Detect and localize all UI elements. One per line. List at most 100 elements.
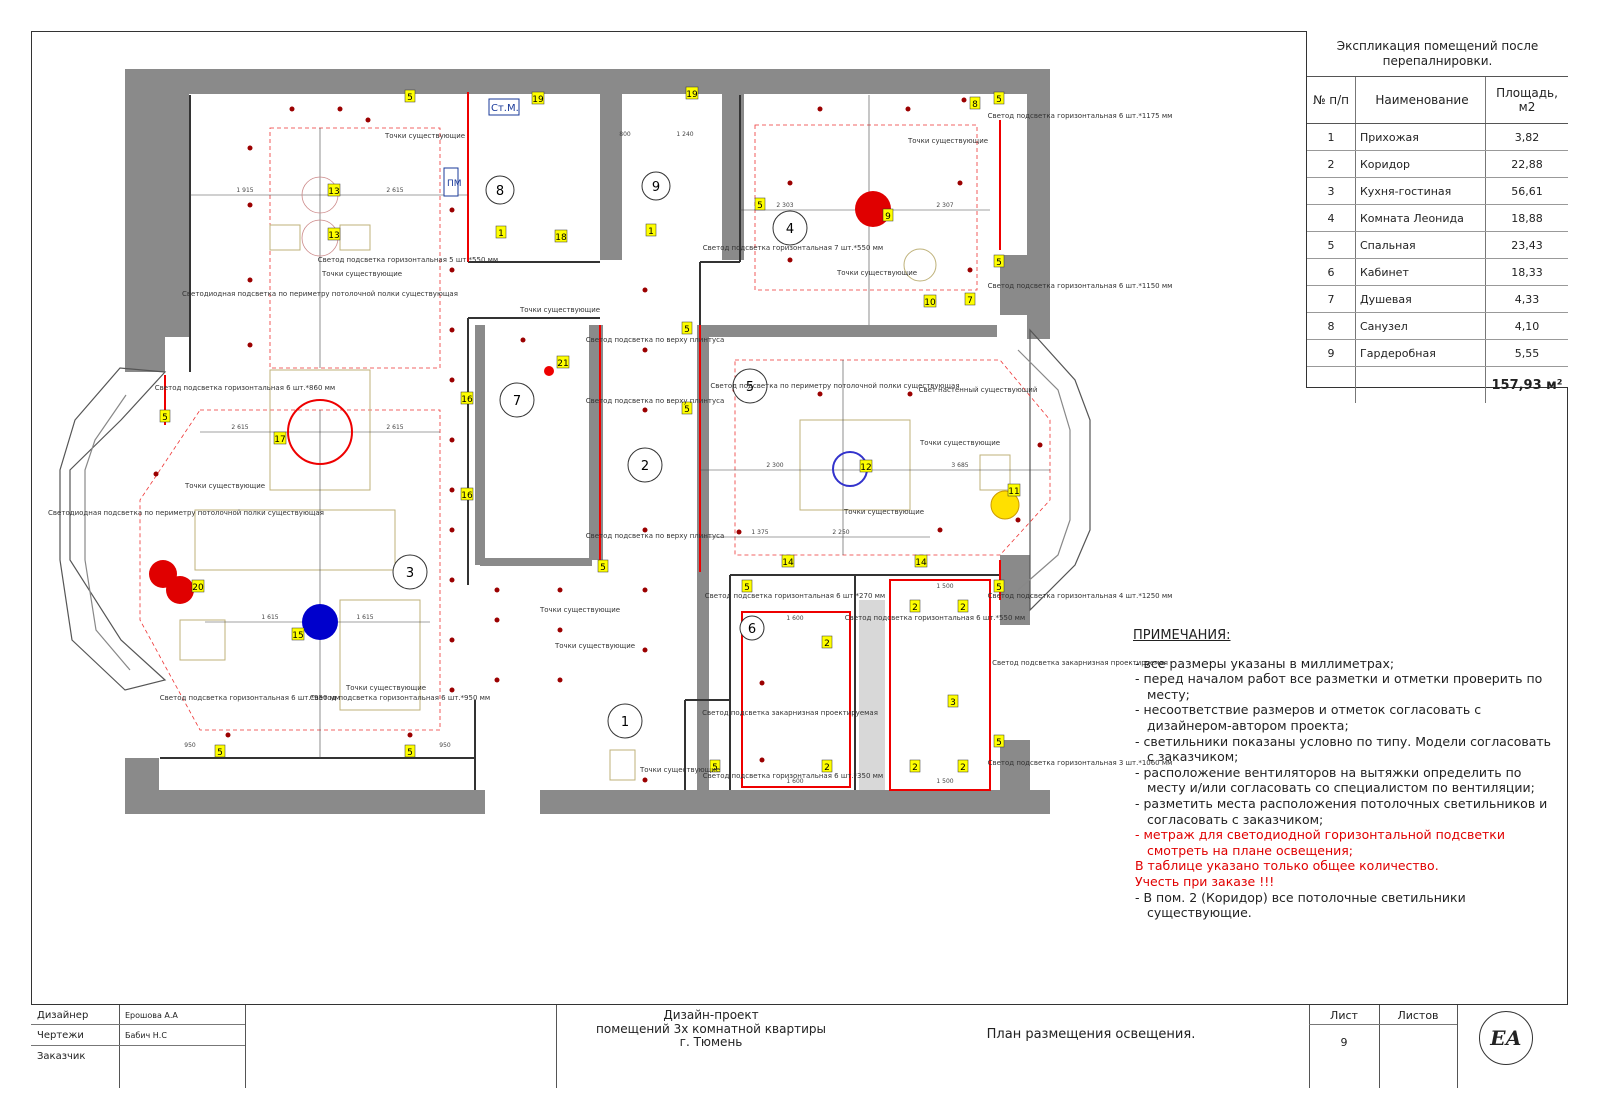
marker-5n: 5: [993, 734, 1005, 748]
svg-text:2 300: 2 300: [766, 462, 783, 469]
svg-text:1 615: 1 615: [356, 614, 373, 621]
marker-2a: 2: [821, 635, 833, 649]
svg-text:1: 1: [648, 227, 654, 237]
row-no: 2: [1307, 150, 1356, 178]
svg-text:2: 2: [912, 603, 918, 613]
marker-5i: 5: [681, 401, 693, 415]
row-area: 3,82: [1485, 123, 1568, 151]
marker-5a: 5: [404, 89, 416, 103]
note-existing-points-2: Точки существующие: [919, 439, 1000, 447]
note-item: - светильники показаны условно по типу. …: [1135, 733, 1552, 765]
svg-text:2 615: 2 615: [386, 424, 403, 431]
note-item-red: В таблице указано только общее количеств…: [1135, 858, 1439, 874]
wc-label: Ст.М.: [491, 103, 519, 114]
room-number-3: 3: [392, 554, 428, 590]
sheet-label: Лист: [1330, 1009, 1358, 1022]
row-name: Прихожая: [1355, 123, 1486, 151]
svg-text:19: 19: [532, 95, 544, 105]
svg-text:1 500: 1 500: [936, 778, 953, 785]
svg-text:800: 800: [619, 131, 631, 138]
svg-text:2: 2: [824, 639, 830, 649]
svg-text:2 307: 2 307: [936, 202, 953, 209]
note-led-550-6: Светод подсветка горизонтальная 6 шт.*55…: [845, 614, 1025, 622]
note-shelf-led-3: Светодиодная подсветка по периметру пото…: [48, 509, 324, 517]
marker-12: 12: [859, 459, 873, 473]
yellow-markers: 13 13 17 20 15 16 16 21 19 19 18 12 11 1…: [159, 86, 1021, 773]
marker-16a: 16: [460, 391, 474, 405]
title-block: Дизайнер Ерошова А.А Чертежи Бабич Н.С З…: [31, 1004, 1568, 1088]
svg-text:950: 950: [184, 742, 196, 749]
row-no: 3: [1307, 177, 1356, 205]
svg-text:1 600: 1 600: [786, 778, 803, 785]
note-shelf-led-2: Светод подсветка по периметру потолочной…: [710, 382, 959, 390]
marker-5l: 5: [741, 579, 753, 593]
marker-18: 18: [554, 229, 568, 243]
row-name: Кухня-гостиная: [1355, 177, 1486, 205]
svg-text:5: 5: [162, 413, 168, 423]
dimension-labels: 1 915 2 615 2 615 2 615 1 615 1 615 2 30…: [184, 131, 968, 785]
note-existing-points-5: Точки существующие: [539, 606, 620, 614]
room-number-2: 2: [627, 447, 663, 483]
room-number-7: 7: [499, 382, 535, 418]
marker-15: 15: [291, 627, 305, 641]
row-area: 23,43: [1485, 231, 1568, 259]
marker-5d: 5: [404, 744, 416, 758]
room-number-9: 9: [641, 171, 671, 201]
total-area: 157,93 м²: [1491, 377, 1563, 393]
marker-2f: 2: [957, 759, 969, 773]
marker-2d: 2: [957, 599, 969, 613]
marker-11: 11: [1007, 483, 1021, 497]
room-number-6: 6: [739, 615, 765, 641]
row-no: 4: [1307, 204, 1356, 232]
note-existing-points-12: Точки существующие: [907, 137, 988, 145]
svg-text:14: 14: [782, 558, 794, 568]
svg-text:5: 5: [744, 583, 750, 593]
row-name: Санузел: [1355, 312, 1486, 340]
svg-text:2: 2: [824, 763, 830, 773]
row-area: 18,88: [1485, 204, 1568, 232]
note-plinth-3: Светод подсветка по верху плинтуса: [586, 532, 725, 540]
room-number-4: 4: [772, 210, 808, 246]
bay-windows: [59, 328, 1091, 691]
marker-2e: 2: [909, 759, 921, 773]
note-led-550-5: Светод подсветка горизонтальная 5 шт.*55…: [318, 256, 498, 264]
note-led-860: Светод подсветка горизонтальная 6 шт.*86…: [155, 384, 335, 392]
note-item: - разметить места расположения потолочны…: [1135, 795, 1548, 827]
shaft: [859, 600, 885, 790]
row-no: 8: [1307, 312, 1356, 340]
svg-text:3 685: 3 685: [951, 462, 968, 469]
svg-text:13: 13: [328, 231, 339, 241]
room-number-3-label: 3: [406, 566, 414, 581]
svg-text:10: 10: [924, 298, 936, 308]
person-designer: Ерошова А.А: [125, 1011, 178, 1020]
marker-1b: 1: [645, 223, 657, 237]
note-led-950-a: Светод подсветка горизонтальная 6 шт.*95…: [160, 694, 340, 702]
svg-text:1 500: 1 500: [936, 583, 953, 590]
row-area: 56,61: [1485, 177, 1568, 205]
svg-text:5: 5: [996, 95, 1002, 105]
sheet-name: План размещения освещения.: [986, 1027, 1196, 1042]
svg-text:5: 5: [712, 763, 718, 773]
note-cornice-2: Светод подсветка закарнизная проектируем…: [702, 709, 878, 717]
row-name: Кабинет: [1355, 258, 1486, 286]
marker-5h: 5: [681, 321, 693, 335]
svg-text:5: 5: [757, 201, 763, 211]
marker-2c: 2: [909, 599, 921, 613]
note-led-950-b: Светод подсветка горизонтальная 6 шт.*95…: [310, 694, 490, 702]
role-customer: Заказчик: [37, 1051, 86, 1062]
note-existing-points-10: Точки существующие: [321, 270, 402, 278]
note-shelf-led-1: Светодиодная подсветка по периметру пото…: [182, 290, 458, 298]
svg-text:5: 5: [996, 258, 1002, 268]
row-no: 5: [1307, 231, 1356, 259]
note-item: - расположение вентиляторов на вытяжки о…: [1135, 764, 1535, 796]
note-existing-points-8: Точки существующие: [519, 306, 600, 314]
marker-5g: 5: [993, 254, 1005, 268]
sheets-label: Листов: [1397, 1009, 1439, 1022]
note-item: - все размеры указаны в миллиметрах;: [1135, 655, 1395, 671]
marker-2b: 2: [821, 759, 833, 773]
svg-text:2 615: 2 615: [386, 187, 403, 194]
svg-text:16: 16: [461, 491, 473, 501]
svg-text:16: 16: [461, 395, 473, 405]
